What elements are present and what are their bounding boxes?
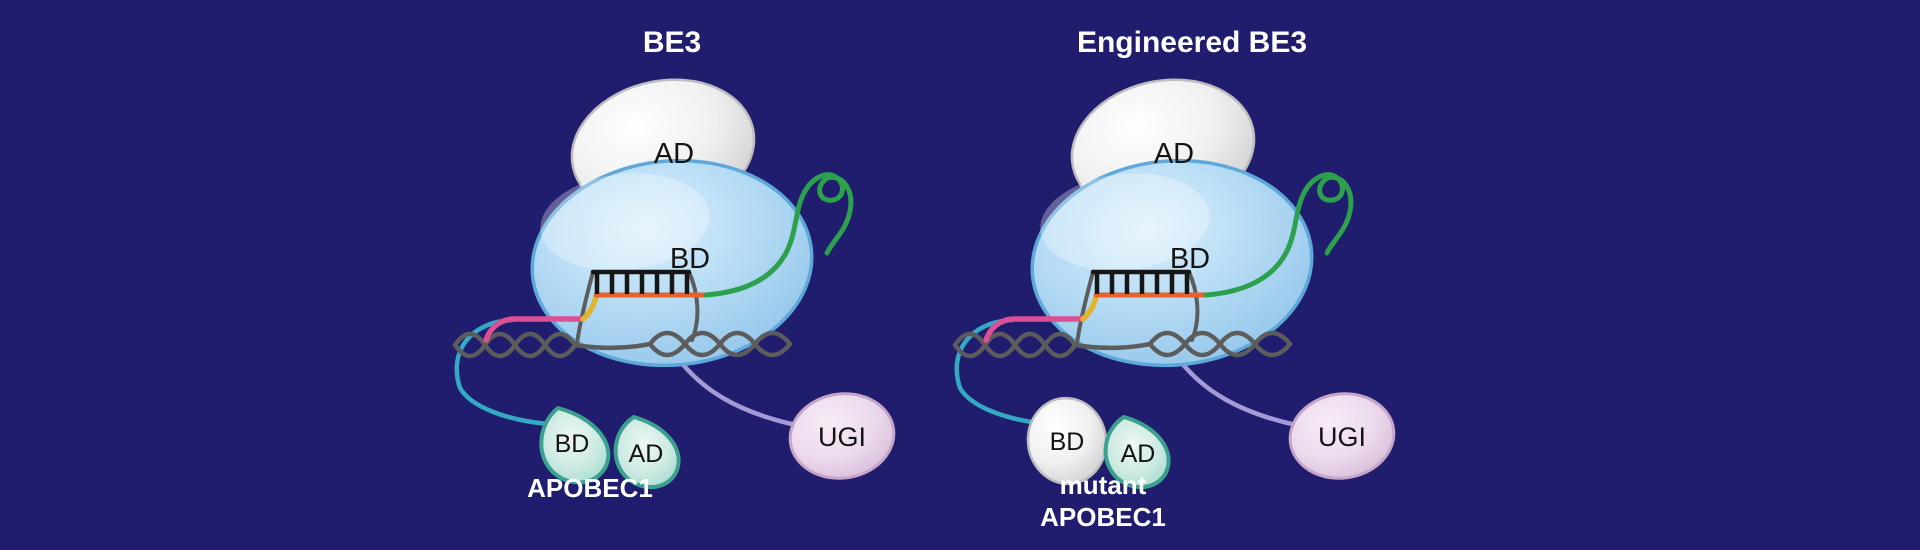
panel-engineered-be3: Engineered BE3 AD BD BD AD mutant APOBEC… — [955, 26, 1399, 532]
mutant-apobec1-ad-lobe — [1103, 415, 1171, 490]
panel-title: BE3 — [643, 26, 701, 59]
mutant-apobec1-name-line2: APOBEC1 — [1040, 502, 1166, 532]
panel-title: Engineered BE3 — [1077, 26, 1307, 59]
cas9-ad-label: AD — [1154, 138, 1194, 170]
panel-be3: BE3 AD BD BD AD APOBEC1 UGI — [455, 26, 899, 503]
cas9-bd-label: BD — [670, 243, 710, 275]
ugi-label: UGI — [1318, 422, 1366, 452]
cas9-ad-label: AD — [654, 138, 694, 170]
apobec1-bd-label: BD — [555, 430, 590, 458]
apobec1-name: APOBEC1 — [527, 473, 653, 503]
apobec1-ad-label: AD — [629, 440, 664, 468]
ugi-label: UGI — [818, 422, 866, 452]
mutant-apobec1-bd-lobe — [1026, 396, 1108, 486]
mutant-apobec1-bd-label: BD — [1050, 428, 1085, 456]
apobec1-bd-lobe — [539, 406, 611, 485]
mutant-apobec1-name-line1: mutant — [1060, 470, 1147, 500]
cas9-bd-label: BD — [1170, 243, 1210, 275]
mutant-apobec1-ad-label: AD — [1121, 440, 1156, 468]
apobec1-ad-lobe — [613, 415, 681, 490]
